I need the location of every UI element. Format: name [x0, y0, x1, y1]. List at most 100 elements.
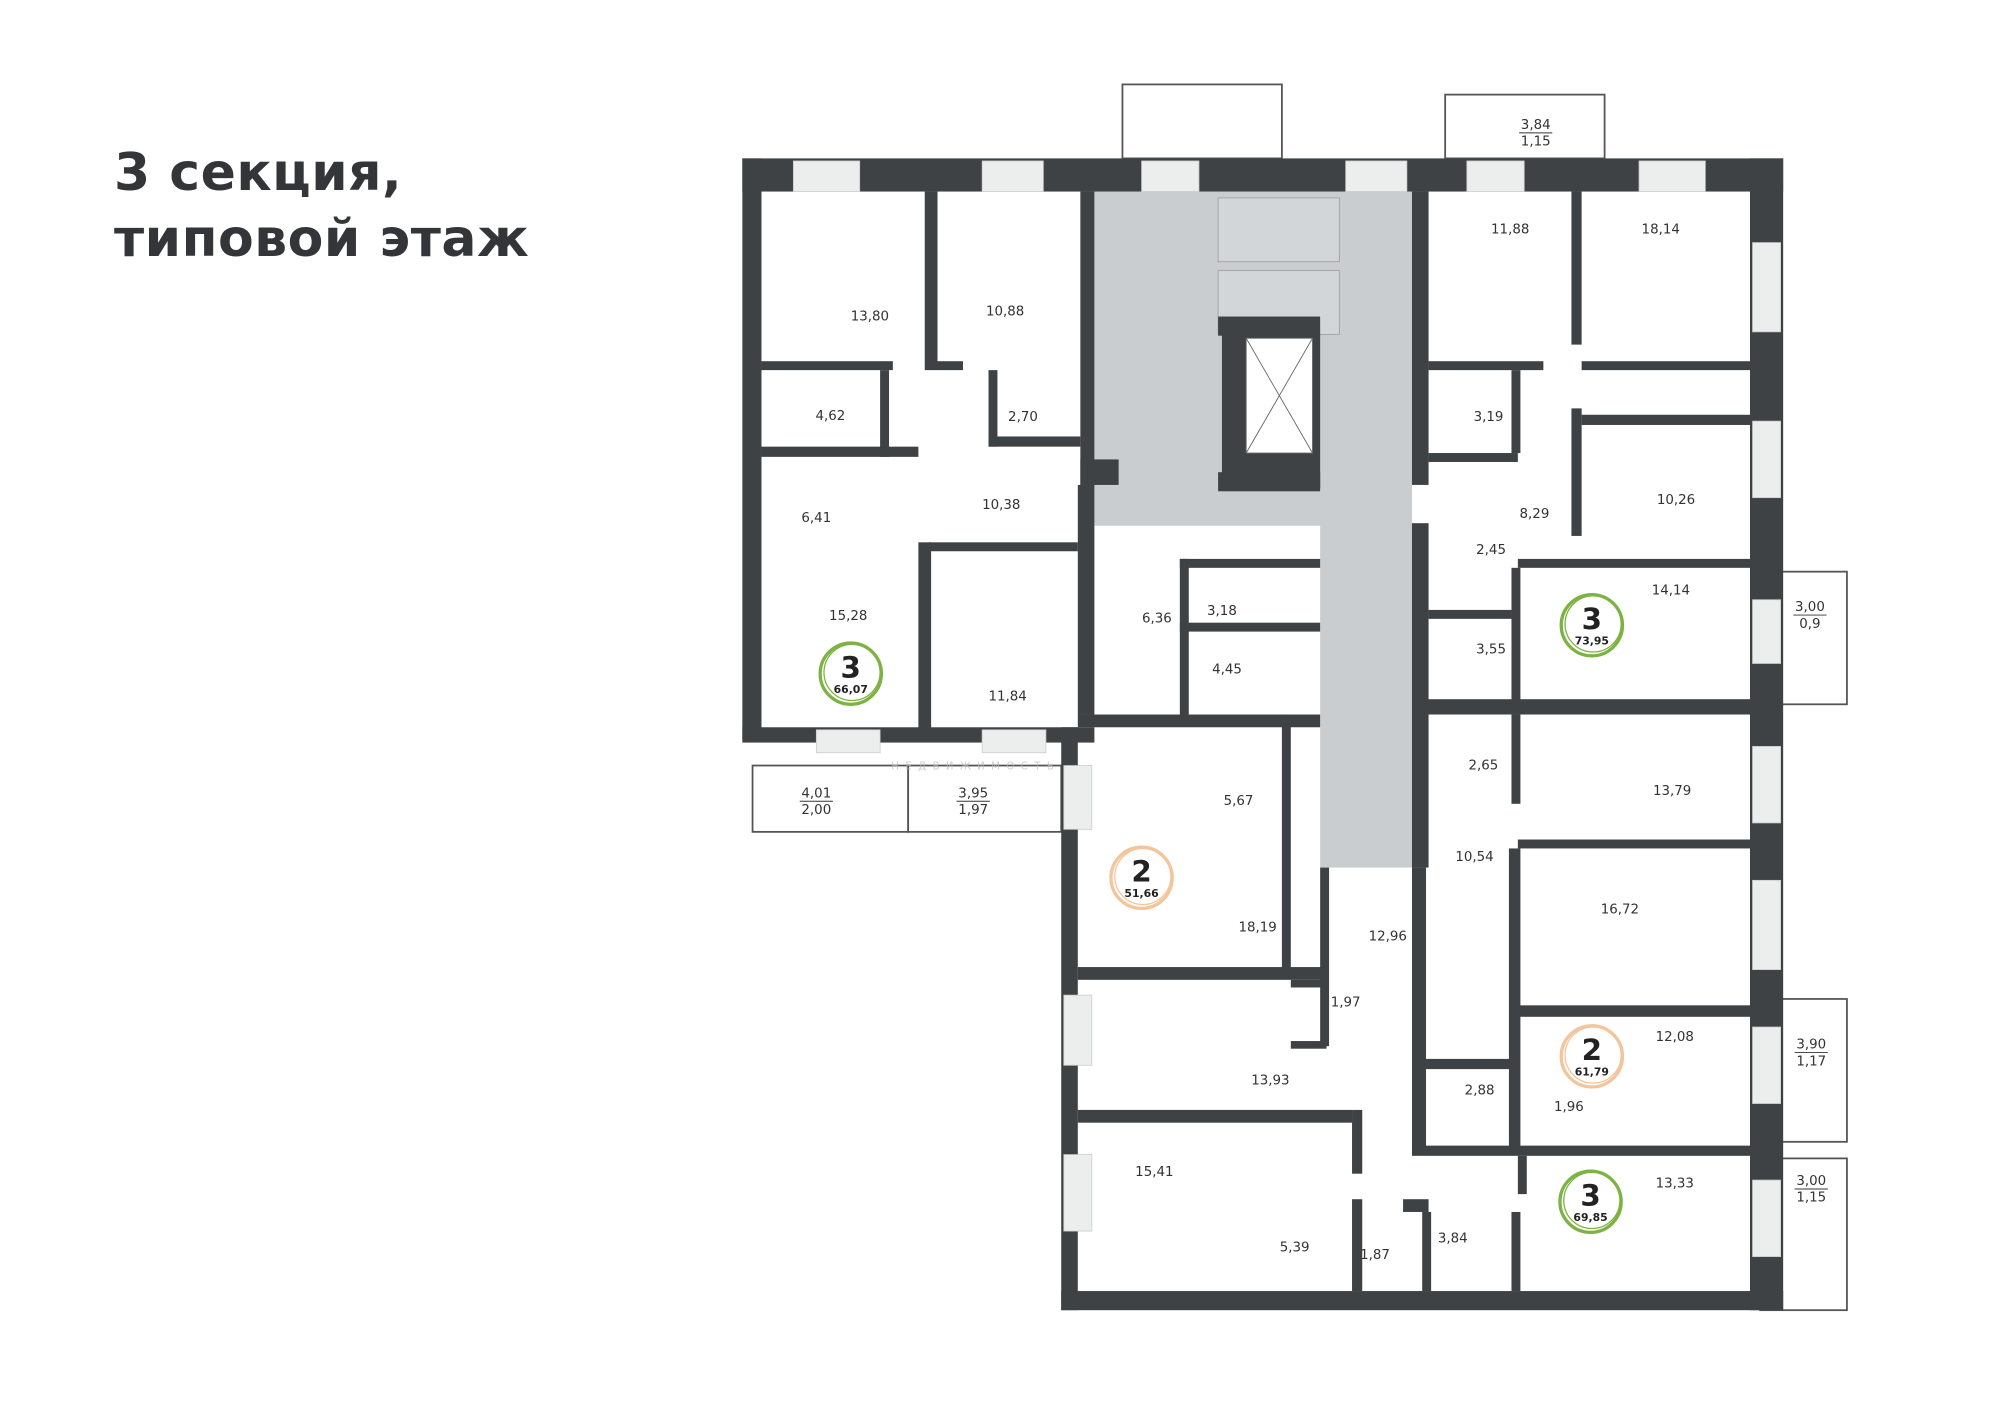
wall-segment	[1750, 158, 1784, 1311]
apartment-room-count: 3	[1582, 602, 1602, 636]
walls	[742, 158, 1784, 1311]
balcony-area: 3,00	[1796, 1174, 1826, 1189]
wall-segment	[1218, 472, 1321, 492]
wall-segment	[1511, 1211, 1521, 1292]
room-area-label: 5,39	[1280, 1241, 1310, 1256]
room-area-label: 10,88	[986, 304, 1024, 319]
balcony-label: 3,00 1,15	[1794, 1174, 1828, 1206]
wall-segment	[1517, 1005, 1750, 1017]
wall-segment	[761, 446, 919, 457]
wall-segment	[1179, 558, 1321, 568]
apartment-room-count: 2	[1131, 855, 1151, 889]
windows	[792, 160, 1781, 1257]
apartment-badge: 366,07	[818, 641, 884, 706]
room-area-label: 5,67	[1224, 794, 1254, 809]
wall-segment	[1511, 567, 1521, 702]
window	[1752, 1179, 1781, 1257]
wall-segment	[1179, 622, 1321, 632]
wall-segment	[1411, 699, 1750, 715]
wall-segment	[1411, 1145, 1750, 1156]
wall-segment	[880, 370, 890, 457]
apartment-badge: 373,95	[1559, 592, 1625, 658]
window	[1752, 242, 1781, 333]
badge-ring-icon	[818, 641, 884, 706]
room-area-label: 2,65	[1469, 758, 1499, 773]
wall-segment	[918, 542, 932, 734]
wall-segment	[1411, 867, 1427, 1155]
window	[1063, 1154, 1093, 1232]
room-area-label: 11,88	[1491, 223, 1529, 238]
room-area-label: 11,84	[989, 689, 1027, 704]
room-area-label: 10,54	[1455, 850, 1493, 865]
balcony-area: 3,95	[958, 786, 988, 801]
badge-ring-icon	[1559, 1024, 1625, 1089]
wall-segment	[1581, 361, 1750, 371]
corridor-core	[1320, 523, 1412, 868]
window	[1752, 1026, 1781, 1104]
badge-ring-icon	[1109, 845, 1174, 911]
window	[1063, 765, 1093, 830]
apartment-badge: 251,66	[1109, 845, 1174, 911]
balcony-label: 3,901,17	[1794, 1038, 1828, 1069]
room-area-label: 13,79	[1653, 784, 1691, 799]
balcony-area: 3,90	[1796, 1038, 1826, 1053]
wall-segment	[1571, 408, 1582, 536]
room-area-label: 12,96	[1369, 929, 1407, 944]
wall-segment	[1179, 558, 1189, 715]
room-area-label: 3,18	[1207, 604, 1237, 619]
balcony-top-right	[1444, 93, 1606, 160]
apartment-room-count: 3	[841, 651, 861, 685]
balcony-left-1	[751, 764, 910, 833]
room-area-label: 3,55	[1476, 642, 1506, 657]
wall-segment	[1077, 967, 1327, 980]
window	[1752, 420, 1781, 499]
wall-segment	[1428, 361, 1544, 371]
room-area-label: 12,08	[1656, 1030, 1694, 1045]
wall-segment	[1581, 414, 1750, 425]
room-area-label: 1,97	[1331, 996, 1361, 1011]
wall-segment	[1422, 1211, 1432, 1292]
wall-segment	[1290, 979, 1327, 988]
badge-ring-icon	[1559, 592, 1625, 658]
wall-segment	[1218, 316, 1321, 336]
balcony-label: 3,841,15	[1519, 118, 1553, 150]
room-area-label: 18,14	[1642, 223, 1680, 238]
room-area-label: 15,28	[829, 609, 867, 624]
room-area-label: 4,45	[1212, 663, 1242, 678]
room-area-label: 13,93	[1251, 1073, 1289, 1088]
wall-segment	[988, 370, 998, 447]
balcony-reduced-area: 1,15	[1796, 1191, 1826, 1206]
balcony-reduced-area: 0,9	[1799, 617, 1820, 632]
balcony-reduced-area: 1,17	[1796, 1054, 1826, 1069]
wall-segment	[1290, 1041, 1327, 1049]
wall-segment	[1077, 714, 1321, 728]
apartment-total-area: 73,95	[1575, 634, 1609, 647]
wall-segment	[1061, 1291, 1784, 1311]
apartment-room-count: 3	[1580, 1179, 1600, 1213]
balcony-top-left	[1121, 83, 1283, 160]
balcony-label: 4,012,00	[799, 786, 833, 818]
core-area	[1094, 191, 1412, 868]
window	[792, 160, 861, 192]
room-area-label: 6,36	[1142, 612, 1172, 627]
balcony-labels: 4,012,003,951,973,841,153,000,93,901,173…	[799, 118, 1828, 1206]
room-area-label: 4,62	[815, 409, 845, 424]
room-area-label: 15,41	[1135, 1165, 1173, 1180]
wall-segment	[1511, 370, 1521, 454]
room-area-label: 10,26	[1657, 493, 1695, 508]
wall-segment	[1320, 867, 1330, 1047]
wall-segment	[1571, 191, 1582, 345]
wall-segment	[1281, 714, 1291, 970]
wall-segment	[1077, 484, 1095, 715]
room-area-label: 1,87	[1360, 1248, 1390, 1263]
window	[981, 160, 1044, 192]
balcony-label: 3,00 0,9	[1793, 600, 1827, 632]
apartment-badge: 261,79	[1559, 1024, 1625, 1089]
wall-segment	[742, 158, 762, 741]
apartment-total-area: 69,85	[1573, 1211, 1607, 1224]
apartment-total-area: 61,79	[1575, 1065, 1609, 1078]
wall-segment	[1511, 714, 1521, 804]
balcony-area: 3,00	[1795, 600, 1825, 615]
